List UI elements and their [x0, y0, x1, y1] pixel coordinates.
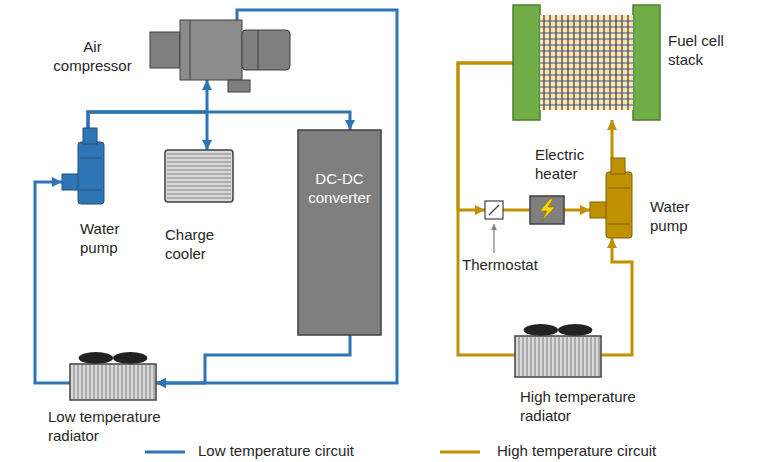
part-label: DC-DC converter [301, 170, 378, 208]
water-pump-shape [62, 128, 108, 204]
coolant-pipe [88, 112, 350, 130]
part-label: Electric heater [535, 146, 605, 184]
coolant-pipe [458, 63, 513, 210]
part-label: Water pump [650, 198, 720, 236]
radiator: Low temperature radiator [70, 350, 156, 400]
radiator-shape [70, 350, 156, 400]
water-pump: Water pump [590, 158, 640, 238]
coolant-pipe [564, 209, 590, 212]
dcdc-converter: DC-DC converter [298, 130, 381, 335]
coolant-pipe [156, 335, 350, 383]
coolant-pipe [601, 238, 632, 355]
part-label: High temperature radiator [520, 388, 690, 426]
coolant-pipe [156, 10, 397, 383]
radiator-shape [515, 322, 601, 377]
air-compressor-shape [150, 20, 290, 80]
part-label: Charge cooler [165, 226, 235, 264]
thermostat: Thermostat [485, 201, 503, 219]
coolant-pipe [503, 209, 530, 212]
legend-line [440, 451, 480, 454]
part-label: Air compressor [45, 38, 140, 76]
charge-cooler: Charge cooler [165, 150, 233, 202]
air-compressor: Air compressor [150, 20, 290, 80]
coolant-pipe [88, 112, 207, 150]
dcdc-converter-shape [298, 130, 381, 335]
water-pump: Water pump [62, 128, 108, 204]
water-pump-shape [590, 158, 640, 238]
part-label: Thermostat [462, 256, 552, 275]
radiator: High temperature radiator [515, 322, 601, 377]
coolant-pipe [611, 120, 614, 158]
coolant-pipe [88, 80, 207, 128]
part-label: Water pump [80, 220, 140, 258]
fuel-cell-stack-shape [513, 5, 660, 120]
legend-label: High temperature circuit [497, 442, 656, 460]
fuel-cell-stack: Fuel cell stack [513, 5, 660, 120]
leader-arrow [491, 224, 497, 230]
thermostat-shape [485, 201, 503, 219]
coolant-pipe [35, 182, 70, 383]
charge-cooler-shape [165, 150, 233, 202]
electric-heater: Electric heater [530, 196, 564, 224]
part-label: Fuel cell stack [668, 32, 748, 70]
electric-heater-shape [530, 196, 564, 224]
part-label: Low temperature radiator [48, 408, 188, 446]
legend-label: Low temperature circuit [198, 442, 354, 460]
legend-line [145, 451, 185, 454]
